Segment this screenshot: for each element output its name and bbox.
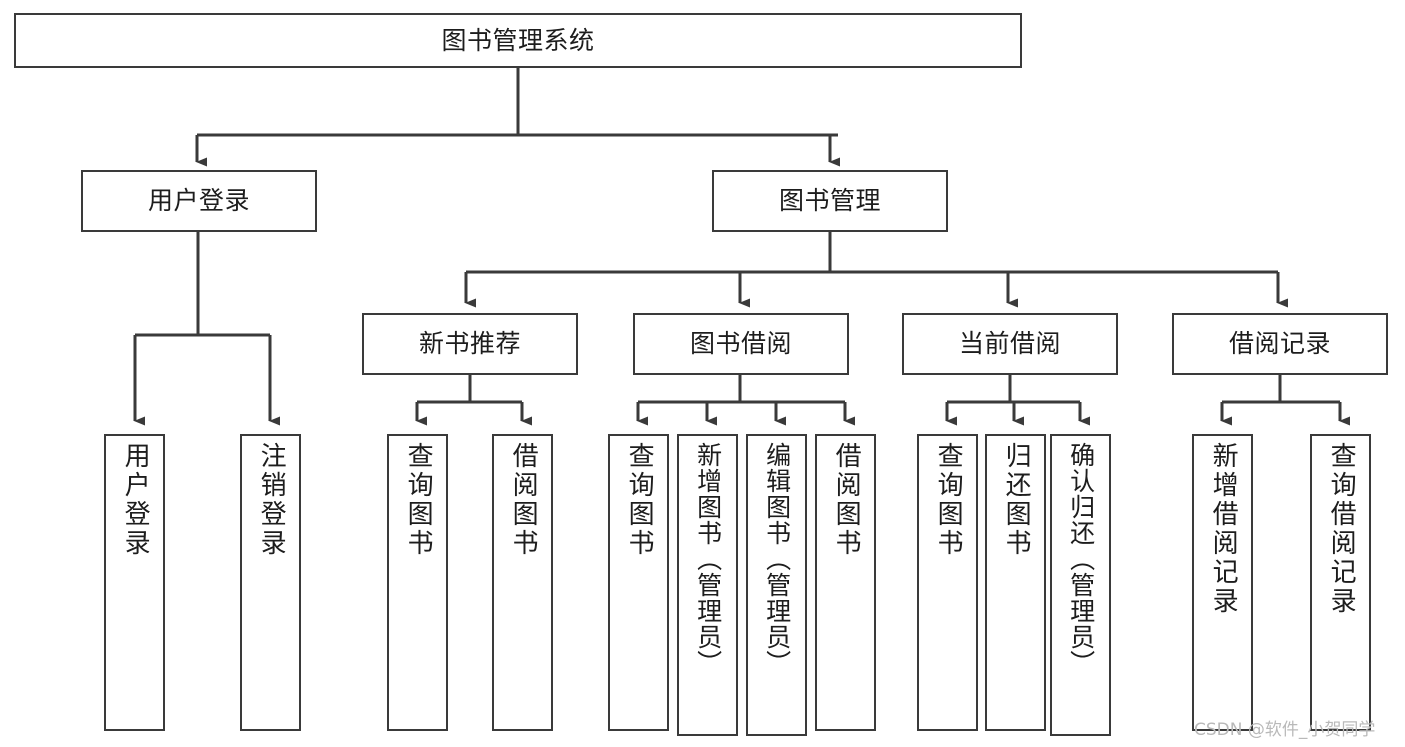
node-label: 图书管理 xyxy=(778,186,881,216)
leaf-return-book[interactable]: 归还图书 xyxy=(985,434,1046,731)
leaf-logout[interactable]: 注销登录 xyxy=(240,434,301,731)
node-label: 查询借阅记录 xyxy=(1326,442,1357,616)
leaf-edit-book-admin[interactable]: 编辑图书（管理员） xyxy=(746,434,807,736)
node-label: 图书管理系统 xyxy=(441,25,595,55)
node-label: 借阅图书 xyxy=(831,442,862,558)
leaf-query-book-borrow[interactable]: 查询图书 xyxy=(608,434,669,731)
node-label: 借阅图书 xyxy=(508,442,539,558)
node-book-management[interactable]: 图书管理 xyxy=(712,170,948,232)
node-label: 新增借阅记录 xyxy=(1208,442,1239,616)
node-borrow-record[interactable]: 借阅记录 xyxy=(1172,313,1388,375)
node-label: 查询图书 xyxy=(624,442,655,558)
node-label: 用户登录 xyxy=(147,186,250,216)
node-label: 新增图书（管理员） xyxy=(693,442,723,676)
leaf-borrow-book-recommend[interactable]: 借阅图书 xyxy=(492,434,553,731)
node-label: 用户登录 xyxy=(120,442,151,558)
leaf-borrow-book[interactable]: 借阅图书 xyxy=(815,434,876,731)
leaf-query-book-current[interactable]: 查询图书 xyxy=(917,434,978,731)
node-root-system[interactable]: 图书管理系统 xyxy=(14,13,1022,68)
leaf-query-borrow-record[interactable]: 查询借阅记录 xyxy=(1310,434,1371,731)
node-label: 编辑图书（管理员） xyxy=(762,442,792,676)
node-label: 查询图书 xyxy=(403,442,434,558)
node-label: 借阅记录 xyxy=(1228,329,1331,359)
node-label: 注销登录 xyxy=(256,442,287,558)
node-book-borrow[interactable]: 图书借阅 xyxy=(633,313,849,375)
leaf-user-login[interactable]: 用户登录 xyxy=(104,434,165,731)
node-label: 新书推荐 xyxy=(418,329,521,359)
node-user-login[interactable]: 用户登录 xyxy=(81,170,317,232)
node-label: 图书借阅 xyxy=(689,329,792,359)
node-label: 当前借阅 xyxy=(958,329,1061,359)
watermark-text: CSDN @软件_小贺同学 xyxy=(1194,720,1376,740)
leaf-confirm-return-admin[interactable]: 确认归还（管理员） xyxy=(1050,434,1111,736)
leaf-add-book-admin[interactable]: 新增图书（管理员） xyxy=(677,434,738,736)
node-new-book-recommend[interactable]: 新书推荐 xyxy=(362,313,578,375)
node-label: 查询图书 xyxy=(933,442,964,558)
leaf-query-book-recommend[interactable]: 查询图书 xyxy=(387,434,448,731)
node-label: 确认归还（管理员） xyxy=(1066,442,1096,676)
node-label: 归还图书 xyxy=(1001,442,1032,558)
node-current-borrow[interactable]: 当前借阅 xyxy=(902,313,1118,375)
leaf-add-borrow-record[interactable]: 新增借阅记录 xyxy=(1192,434,1253,731)
